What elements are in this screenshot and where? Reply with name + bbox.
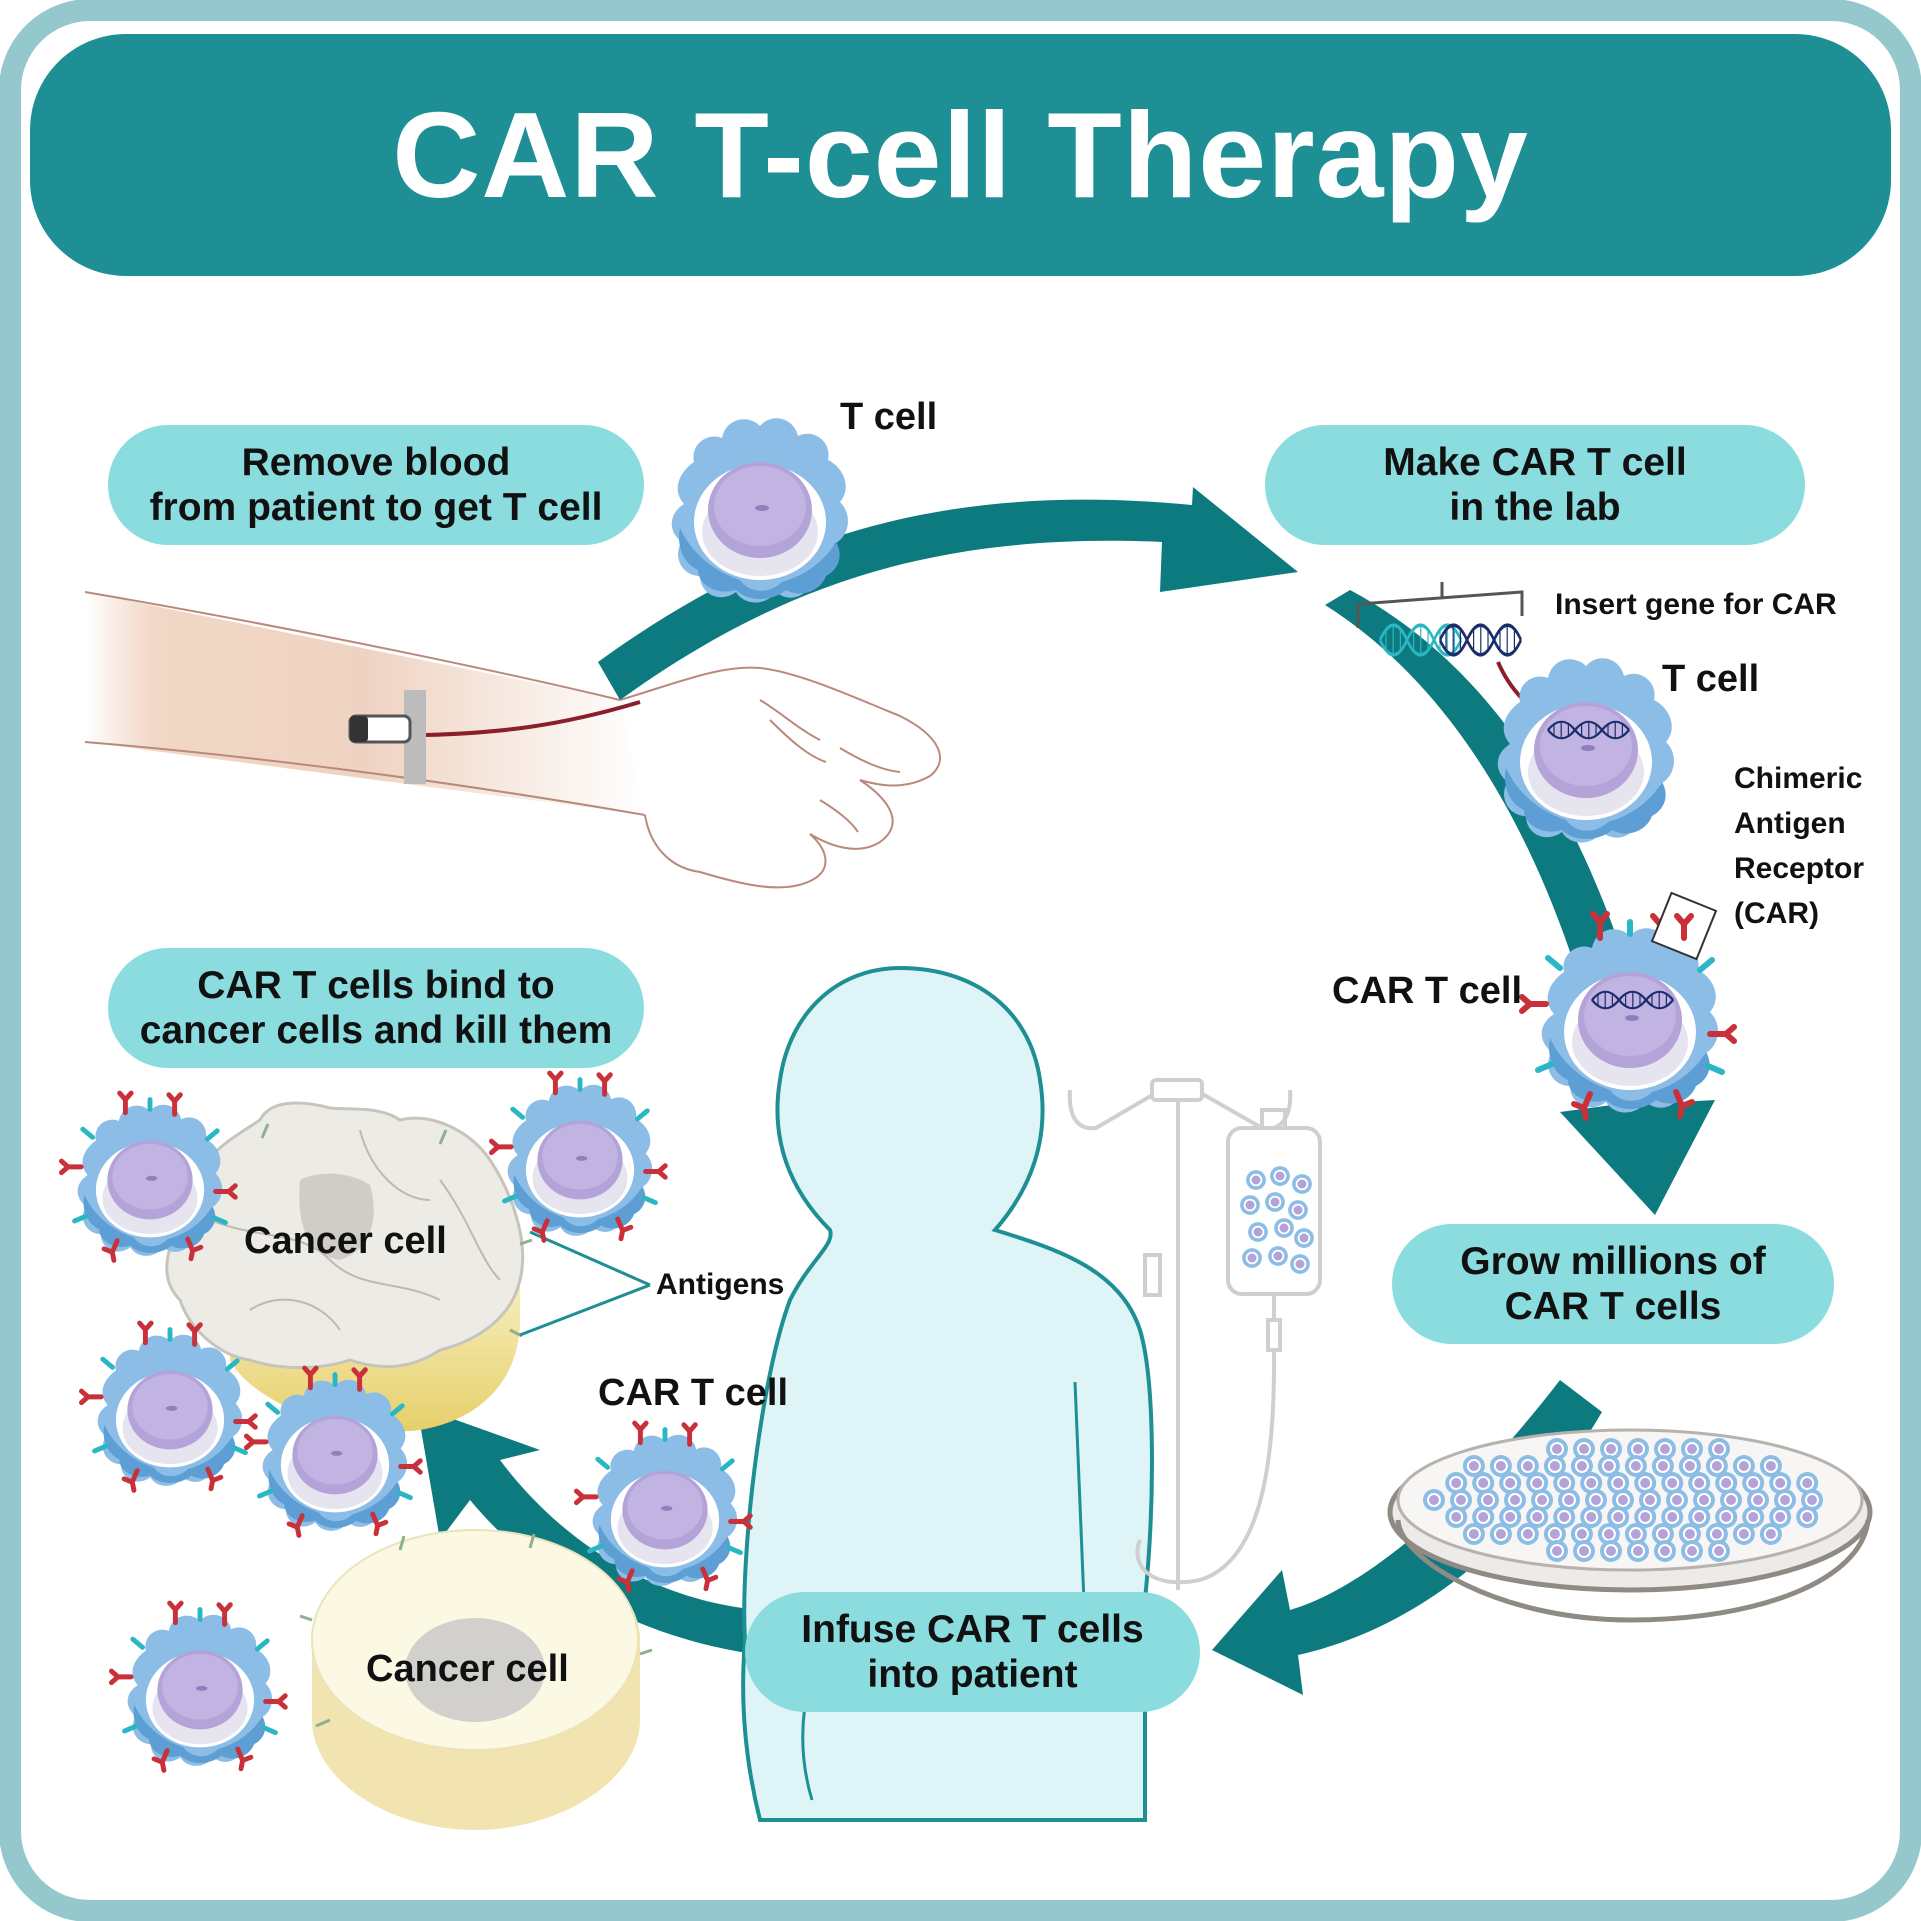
label-car-t-cell-lab: CAR T cell — [1332, 970, 1523, 1012]
cancer-cell-icon — [165, 1101, 533, 1432]
dish-cell — [1732, 1523, 1755, 1545]
label-cancer-cell-bottom: Cancer cell — [366, 1648, 569, 1690]
step-grow-cells: Grow millions of CAR T cells — [1392, 1224, 1834, 1344]
label-cancer-cell-top: Cancer cell — [244, 1220, 447, 1262]
car-callout-receptor — [1674, 913, 1694, 941]
cancer-cell-bottom-icon — [299, 1529, 653, 1830]
car-line-3: Receptor — [1734, 852, 1865, 885]
car-line-4: (CAR) — [1734, 897, 1819, 930]
step-line-2: from patient to get T cell — [149, 486, 603, 529]
title-banner: CAR T-cell Therapy — [30, 34, 1891, 276]
label-t-cell-top: T cell — [840, 396, 938, 438]
step-line-1: Remove blood — [241, 441, 511, 484]
t-cell-icon — [671, 418, 848, 603]
step-remove-blood: Remove blood from patient to get T cell — [108, 425, 644, 545]
dish-cell — [1516, 1523, 1539, 1545]
step-line-1: Make CAR T cell — [1383, 441, 1687, 484]
page-title: CAR T-cell Therapy — [392, 87, 1529, 223]
dish-cell — [1600, 1540, 1622, 1562]
car-line-1: Chimeric — [1734, 762, 1863, 795]
dish-cell — [1445, 1506, 1468, 1528]
step-make-car-t: Make CAR T cell in the lab — [1265, 425, 1805, 545]
car-line-2: Antigen — [1734, 807, 1846, 840]
step-line-1: Infuse CAR T cells — [801, 1608, 1144, 1651]
label-car: Chimeric Antigen Receptor (CAR) — [1734, 756, 1864, 936]
dish-cell — [1627, 1540, 1649, 1562]
label-car-t-cell-infuse: CAR T cell — [598, 1372, 789, 1414]
dish-cell — [1546, 1540, 1568, 1562]
dish-cell — [1423, 1489, 1445, 1511]
step-line-2: CAR T cells — [1504, 1285, 1722, 1328]
step-line-2: cancer cells and kill them — [139, 1009, 613, 1052]
dish-cell — [1462, 1523, 1485, 1545]
dish-cell — [1573, 1540, 1595, 1562]
dish-cell — [1654, 1540, 1676, 1562]
step-line-1: CAR T cells bind to — [197, 964, 555, 1007]
step-bind-kill: CAR T cells bind to cancer cells and kil… — [108, 948, 644, 1068]
gene-insert-bracket — [1356, 582, 1524, 628]
antigen-pointer-lines — [519, 1230, 651, 1337]
arm-with-catheter-icon — [84, 591, 941, 889]
label-antigens: Antigens — [656, 1268, 785, 1301]
step-infuse: Infuse CAR T cells into patient — [745, 1592, 1200, 1712]
step-line-1: Grow millions of — [1460, 1240, 1766, 1283]
dish-cell — [1681, 1540, 1703, 1562]
label-t-cell-lab: T cell — [1662, 658, 1760, 700]
label-insert-gene: Insert gene for CAR — [1555, 588, 1837, 621]
step-line-2: in the lab — [1449, 486, 1621, 529]
step-line-2: into patient — [867, 1653, 1078, 1696]
dish-cell — [1489, 1523, 1512, 1545]
dish-cell — [1796, 1506, 1819, 1528]
dish-cell — [1708, 1540, 1730, 1562]
dish-cell — [1759, 1523, 1782, 1545]
t-cell-lab-icon — [1497, 658, 1674, 843]
